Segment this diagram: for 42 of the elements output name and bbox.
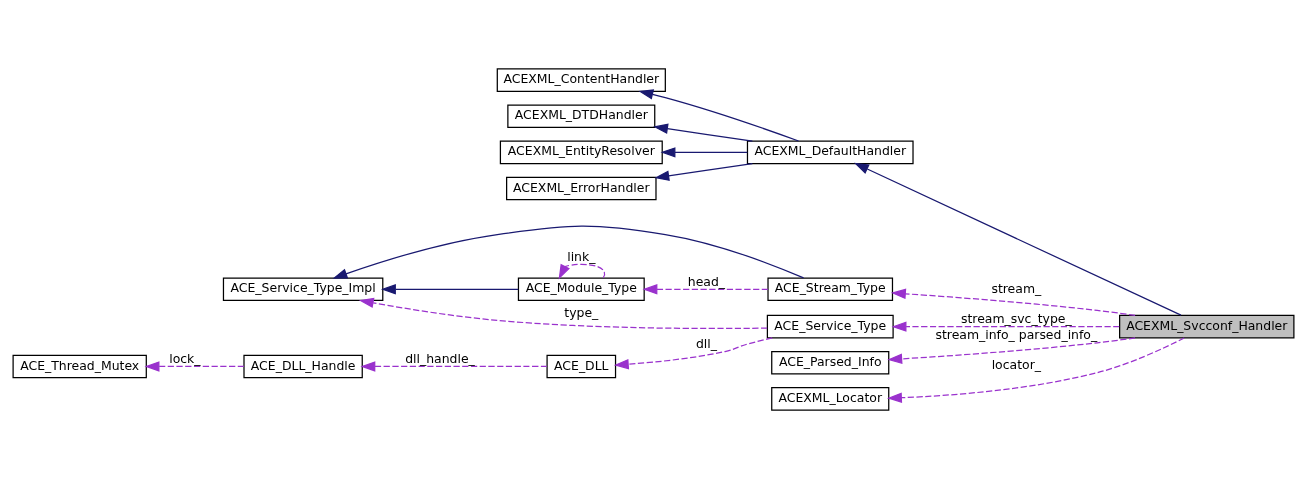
edge-label: locator_ xyxy=(991,356,1041,372)
node-box: ACE_DLL xyxy=(546,354,617,379)
arrow xyxy=(144,361,245,372)
arrow xyxy=(887,337,1185,403)
node-box: ACEXML_Locator xyxy=(771,387,890,411)
arrow xyxy=(332,225,805,279)
edge-label: link_ xyxy=(567,248,596,264)
node-box: ACEXML_EntityResolver xyxy=(499,140,663,165)
arrow xyxy=(638,89,800,142)
edge-label: stream_ xyxy=(991,281,1042,297)
arrow xyxy=(887,337,1136,365)
node-box: ACEXML_ErrorHandler xyxy=(506,176,657,201)
edge-label: stream_svc_type_ xyxy=(960,310,1072,326)
arrow xyxy=(660,147,748,158)
node-box: ACE_Service_Type xyxy=(766,314,894,339)
arrow xyxy=(613,337,773,370)
edge-label: head_ xyxy=(687,273,726,289)
node-box: ACEXML_DefaultHandler xyxy=(746,140,914,165)
node-box: ACE_Stream_Type xyxy=(767,277,894,302)
arrow xyxy=(642,284,769,295)
edge-label: dll_ xyxy=(695,335,717,351)
node-box: ACE_Parsed_Info xyxy=(771,350,890,375)
arrow xyxy=(853,162,1182,316)
node-box: ACEXML_DTDHandler xyxy=(507,104,656,129)
arrow xyxy=(890,288,1136,316)
arrow xyxy=(558,263,606,280)
node-box: ACE_DLL_Handle xyxy=(243,354,363,379)
edge-label: stream_info_ parsed_info_ xyxy=(935,327,1098,343)
edge-label: lock_ xyxy=(169,350,201,366)
arrow xyxy=(358,297,768,330)
node-box: ACE_Thread_Mutex xyxy=(12,354,147,379)
arrow xyxy=(360,361,548,372)
arrow xyxy=(891,321,1120,332)
node-box: ACE_Module_Type xyxy=(517,277,645,302)
edge-label: type_ xyxy=(564,304,599,320)
arrow xyxy=(653,123,753,142)
edge-label: dll_handle_ xyxy=(405,350,475,366)
arrow xyxy=(654,163,753,181)
node-box: ACEXML_ContentHandler xyxy=(496,68,666,92)
node-box: ACEXML_Svcconf_Handler xyxy=(1119,314,1295,339)
node-box: ACE_Service_Type_Impl xyxy=(222,277,384,302)
arrow xyxy=(380,284,519,295)
